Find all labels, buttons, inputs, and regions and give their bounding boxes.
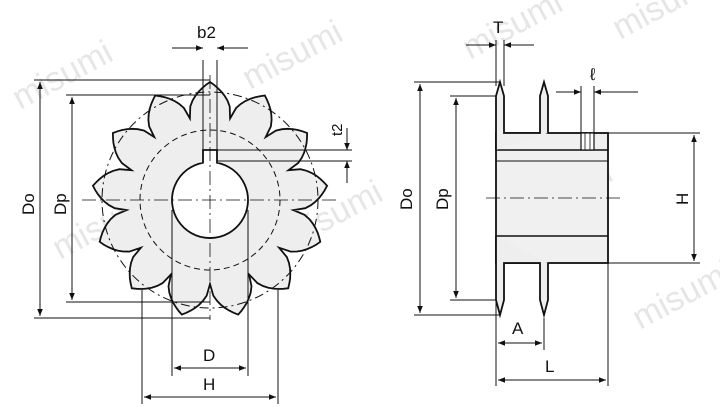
- sprocket-plate-upper: [495, 78, 549, 150]
- watermark-text: misumi: [606, 0, 719, 47]
- label-Dp: Dp: [51, 193, 70, 215]
- sprocket-plate-lower: [495, 236, 549, 319]
- set-screw: [580, 132, 595, 151]
- watermark-text: misumi: [456, 0, 569, 67]
- label-Do-side: Do: [397, 188, 416, 210]
- watermark-text: misumi: [626, 253, 720, 337]
- watermark-text: misumi: [6, 33, 119, 117]
- label-l: ℓ: [589, 65, 596, 84]
- label-Do: Do: [19, 193, 38, 215]
- label-T: T: [493, 18, 503, 37]
- front-view: b2 t2 Do Dp D H: [19, 23, 352, 404]
- label-Dp-side: Dp: [433, 188, 452, 210]
- label-L: L: [545, 357, 554, 376]
- sprocket-outline: [91, 80, 329, 316]
- label-D: D: [203, 346, 215, 365]
- watermark-text: misumi: [236, 13, 349, 97]
- label-t2: t2: [329, 123, 346, 136]
- label-b2: b2: [197, 23, 216, 42]
- label-H-side: H: [673, 193, 692, 205]
- label-A: A: [512, 319, 524, 338]
- side-view: T ℓ Do Dp H A L: [397, 18, 700, 386]
- label-H-front: H: [203, 375, 215, 394]
